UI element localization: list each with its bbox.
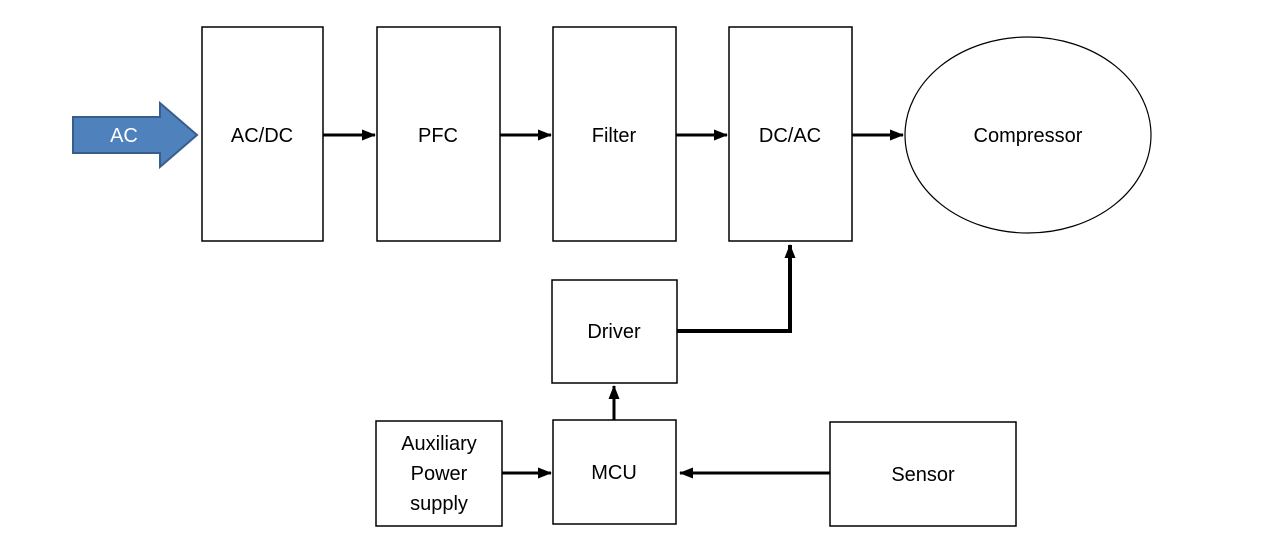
block-pfc-label: PFC [418,125,458,147]
block-driver-label: Driver [587,321,641,343]
block-auxiliary-power-supply-label-line2: Power [411,463,468,485]
block-ac-dc: AC/DC [201,26,324,242]
block-compressor: Compressor [904,36,1152,234]
block-auxiliary-power-supply: Auxiliary Power supply [375,420,503,527]
block-pfc-shape [376,26,501,242]
block-compressor-label: Compressor [974,125,1083,147]
ac-input-arrow-label: AC [110,125,138,147]
block-auxiliary-power-supply-shape [375,420,503,527]
block-auxiliary-power-supply-label-line3: supply [410,493,468,515]
block-dc-ac-shape [728,26,853,242]
block-dc-ac-label: DC/AC [759,125,821,147]
connector-driver-to-dc-ac [677,244,796,333]
block-pfc: PFC [376,26,501,242]
block-filter-label: Filter [592,125,637,147]
block-driver: Driver [551,279,678,384]
block-auxiliary-power-supply-label-line1: Auxiliary [401,433,477,455]
block-mcu: MCU [552,419,677,525]
block-dc-ac: DC/AC [728,26,853,242]
block-compressor-shape [904,36,1152,234]
block-sensor: Sensor [829,421,1017,527]
ac-input-arrow-shape [72,100,199,170]
ac-input-arrow: AC [72,100,199,170]
block-ac-dc-shape [201,26,324,242]
block-filter-shape [552,26,677,242]
block-sensor-label: Sensor [891,464,955,486]
block-filter: Filter [552,26,677,242]
block-ac-dc-label: AC/DC [231,125,293,147]
block-driver-shape [551,279,678,384]
block-mcu-label: MCU [591,462,637,484]
block-mcu-shape [552,419,677,525]
block-sensor-shape [829,421,1017,527]
